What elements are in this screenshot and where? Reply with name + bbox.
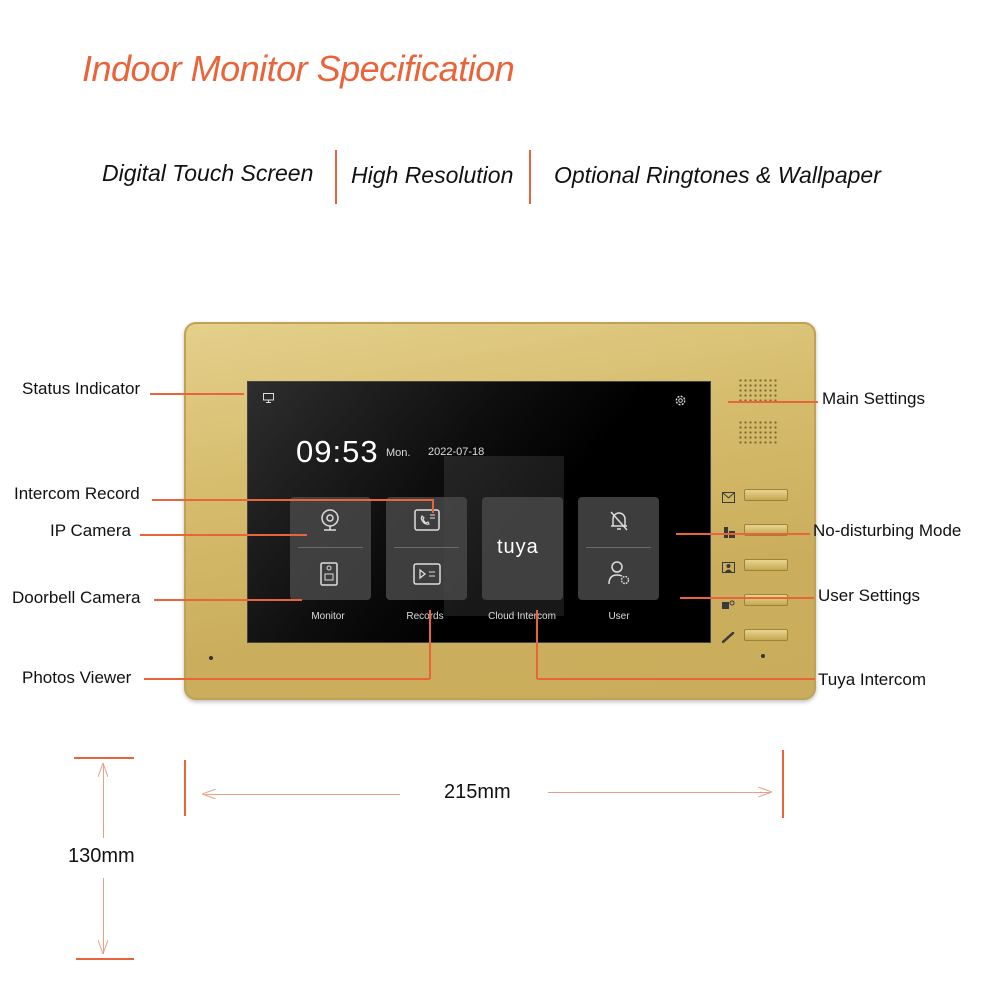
tile-label-cloud-intercom: Cloud Intercom <box>488 611 556 622</box>
tile-divider <box>586 547 651 548</box>
callout-line <box>144 678 430 680</box>
width-dimension: 215mm <box>444 781 511 803</box>
tile-monitor[interactable] <box>290 497 371 600</box>
width-marker-left <box>184 760 186 816</box>
arrowhead-up-icon <box>98 763 108 777</box>
callout-line <box>154 599 302 601</box>
settings-gear-icon[interactable] <box>674 394 687 407</box>
callout-line <box>150 393 244 395</box>
height-arrow-top <box>103 763 104 838</box>
status-monitor-icon <box>263 393 274 403</box>
unlock-button[interactable] <box>744 594 788 606</box>
user-settings-icon[interactable] <box>607 560 631 586</box>
microphone-hole <box>209 656 213 660</box>
clock-date: 2022-07-18 <box>428 446 485 458</box>
message-button[interactable] <box>744 489 788 501</box>
height-dimension: 130mm <box>68 845 135 867</box>
height-marker-top <box>74 757 134 759</box>
callout-line <box>152 499 433 501</box>
feature-high-resolution: High Resolution <box>351 162 514 188</box>
callout-line <box>676 533 810 535</box>
doorbell-camera-icon[interactable] <box>320 562 338 586</box>
callout-photos-viewer: Photos Viewer <box>22 668 132 687</box>
callout-line <box>680 597 814 599</box>
intercom-record-icon[interactable] <box>414 508 440 532</box>
page-title: Indoor Monitor Specification <box>82 48 515 89</box>
clock-day: Mon. <box>386 447 411 459</box>
tile-cloud-intercom[interactable] <box>482 497 563 600</box>
mail-icon <box>722 490 735 503</box>
feature-ringtones: Optional Ringtones & Wallpaper <box>554 162 881 188</box>
callout-ip-camera: IP Camera <box>50 521 131 540</box>
ip-camera-icon[interactable] <box>319 508 341 532</box>
tile-label-records: Records <box>406 611 444 622</box>
feature-separator <box>529 150 531 204</box>
callout-tuya-intercom: Tuya Intercom <box>818 670 927 689</box>
width-arrow-left <box>205 794 400 795</box>
callout-no-disturbing-mode: No-disturbing Mode <box>813 521 962 540</box>
tile-records[interactable] <box>386 497 467 600</box>
unlock-icon <box>722 596 735 609</box>
intercom-icon <box>722 525 735 538</box>
arrowhead-right-icon <box>758 787 772 797</box>
tile-divider <box>394 547 459 548</box>
feature-touch-screen: Digital Touch Screen <box>102 160 314 186</box>
callout-line <box>140 534 307 536</box>
tile-user[interactable] <box>578 497 659 600</box>
callout-line <box>432 499 434 513</box>
callout-line <box>728 401 818 403</box>
width-arrow-right <box>548 792 770 793</box>
photos-viewer-icon[interactable] <box>413 563 441 585</box>
speaker-grill <box>738 378 778 404</box>
width-marker-right <box>782 750 784 818</box>
height-arrow-bottom <box>103 878 104 954</box>
contacts-button[interactable] <box>744 559 788 571</box>
tile-label-user: User <box>608 611 630 622</box>
phone-icon <box>721 630 735 644</box>
tile-label-monitor: Monitor <box>311 611 345 622</box>
callout-main-settings: Main Settings <box>822 389 925 408</box>
arrowhead-down-icon <box>98 940 108 954</box>
no-disturb-bell-icon[interactable] <box>608 509 630 533</box>
arrowhead-left-icon <box>202 789 216 799</box>
clock-time: 09:53 <box>296 434 379 469</box>
speaker-grill <box>738 420 778 446</box>
tuya-logo: tuya <box>497 536 539 558</box>
feature-separator <box>335 150 337 204</box>
tile-divider <box>298 547 363 548</box>
callout-line <box>429 610 431 679</box>
microphone-hole <box>761 654 765 658</box>
callout-line <box>537 678 815 680</box>
callout-user-settings: User Settings <box>818 586 921 605</box>
height-marker-bottom <box>76 958 134 960</box>
contact-icon <box>722 560 735 573</box>
callout-intercom-record: Intercom Record <box>14 484 140 503</box>
call-button[interactable] <box>744 629 788 641</box>
callout-doorbell-camera: Doorbell Camera <box>12 588 141 607</box>
callout-status-indicator: Status Indicator <box>22 379 141 398</box>
callout-line <box>536 610 538 679</box>
